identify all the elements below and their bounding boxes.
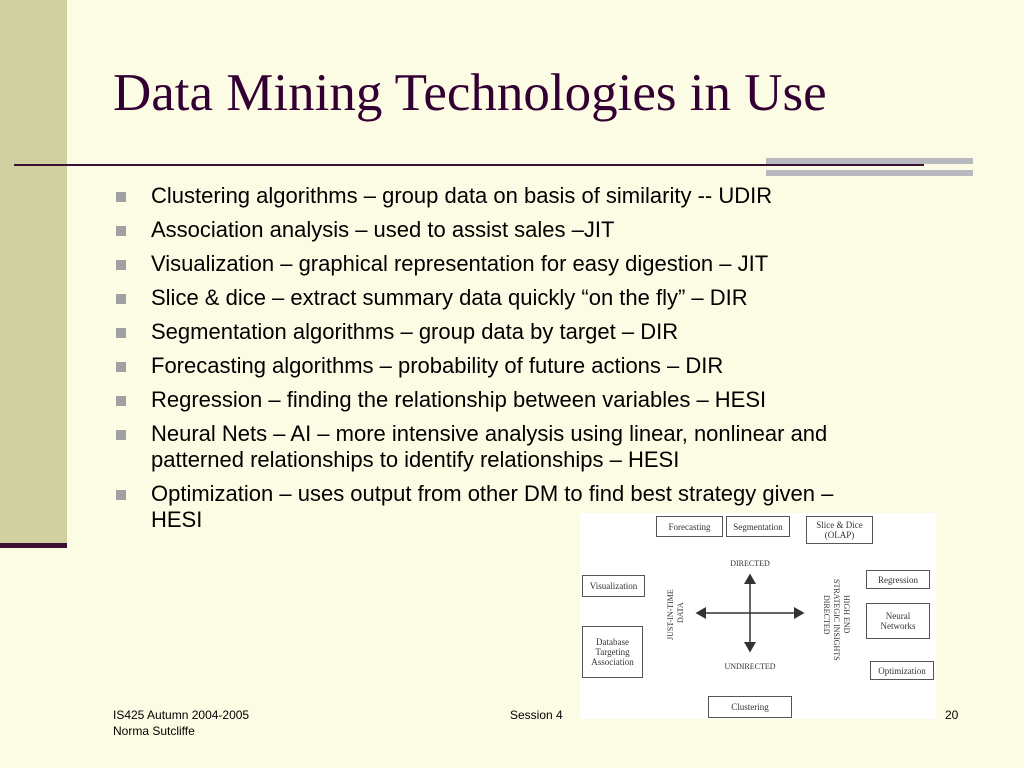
bullet-item: Slice & dice – extract summary data quic… [113, 285, 973, 311]
square-bullet-icon [116, 260, 126, 270]
box-database-targeting: Database Targeting Association [582, 626, 643, 678]
box-visualization: Visualization [582, 575, 645, 597]
square-bullet-icon [116, 362, 126, 372]
bullet-text: Visualization – graphical representation… [151, 251, 769, 276]
box-neural-line1: Neural [885, 611, 911, 621]
bullet-item: Neural Nets – AI – more intensive analys… [113, 421, 973, 473]
title-rule [14, 164, 924, 166]
bullet-item: Forecasting algorithms – probability of … [113, 353, 973, 379]
box-slice-dice: Slice & Dice (OLAP) [806, 516, 873, 544]
footer-author: Norma Sutcliffe [113, 724, 195, 738]
square-bullet-icon [116, 396, 126, 406]
box-neural-networks: Neural Networks [866, 603, 930, 639]
bullet-item: Segmentation algorithms – group data by … [113, 319, 973, 345]
footer-page-number: 20 [945, 708, 959, 722]
diagram-axes [695, 573, 805, 653]
bullet-text: Slice & dice – extract summary data quic… [151, 285, 748, 310]
square-bullet-icon [116, 430, 126, 440]
box-slice-dice-line1: Slice & Dice [816, 520, 863, 530]
bullet-item: Regression – finding the relationship be… [113, 387, 973, 413]
data-mining-quadrant-diagram: Forecasting Segmentation Slice & Dice (O… [580, 513, 936, 719]
bullet-text-continued: patterned relationships to identify rela… [151, 447, 680, 472]
label-data: DATA [676, 602, 685, 624]
label-just-in-time: JUST-IN-TIME [666, 589, 675, 641]
box-clustering: Clustering [708, 696, 792, 718]
bullet-text: Clustering algorithms – group data on ba… [151, 183, 773, 208]
bullet-list: Clustering algorithms – group data on ba… [113, 183, 973, 541]
bullet-text: Association analysis – used to assist sa… [151, 217, 615, 242]
label-undirected: UNDIRECTED [724, 662, 776, 671]
bullet-text: Forecasting algorithms – probability of … [151, 353, 724, 378]
bullet-text-continued: HESI [151, 507, 203, 532]
label-directed: DIRECTED [730, 559, 770, 568]
box-regression: Regression [866, 570, 930, 589]
bullet-text: Optimization – uses output from other DM… [151, 481, 834, 506]
title-rule-shade-top [766, 158, 973, 164]
box-optimization: Optimization [870, 661, 934, 680]
bullet-text: Segmentation algorithms – group data by … [151, 319, 679, 344]
left-accent-rule [0, 543, 67, 548]
box-segmentation: Segmentation [726, 516, 790, 537]
box-db-line3: Association [591, 657, 634, 667]
footer-course: IS425 Autumn 2004-2005 [113, 708, 250, 722]
square-bullet-icon [116, 294, 126, 304]
slide-title: Data Mining Technologies in Use [113, 64, 827, 122]
bullet-text: Neural Nets – AI – more intensive analys… [151, 421, 828, 446]
bullet-item: Clustering algorithms – group data on ba… [113, 183, 973, 209]
square-bullet-icon [116, 192, 126, 202]
square-bullet-icon [116, 328, 126, 338]
label-hesi-directed: DIRECTED [822, 595, 831, 635]
box-forecasting: Forecasting [656, 516, 723, 537]
bullet-item: Visualization – graphical representation… [113, 251, 973, 277]
bullet-text: Regression – finding the relationship be… [151, 387, 767, 412]
bullet-item: Optimization – uses output from other DM… [113, 481, 973, 533]
square-bullet-icon [116, 490, 126, 500]
box-db-line2: Targeting [595, 647, 630, 657]
box-db-line1: Database [596, 637, 629, 647]
square-bullet-icon [116, 226, 126, 236]
box-neural-line2: Networks [880, 621, 916, 631]
label-high-end: HIGH END [842, 594, 851, 634]
footer-session: Session 4 [510, 708, 563, 722]
title-rule-shade-bottom [766, 170, 973, 176]
label-strategic-insights: STRATEGIC INSIGHTS [832, 579, 841, 661]
footer-course-info: IS425 Autumn 2004-2005 Norma Sutcliffe [113, 707, 249, 739]
box-slice-dice-line2: (OLAP) [824, 530, 855, 540]
left-accent-band [0, 0, 67, 546]
bullet-item: Association analysis – used to assist sa… [113, 217, 973, 243]
